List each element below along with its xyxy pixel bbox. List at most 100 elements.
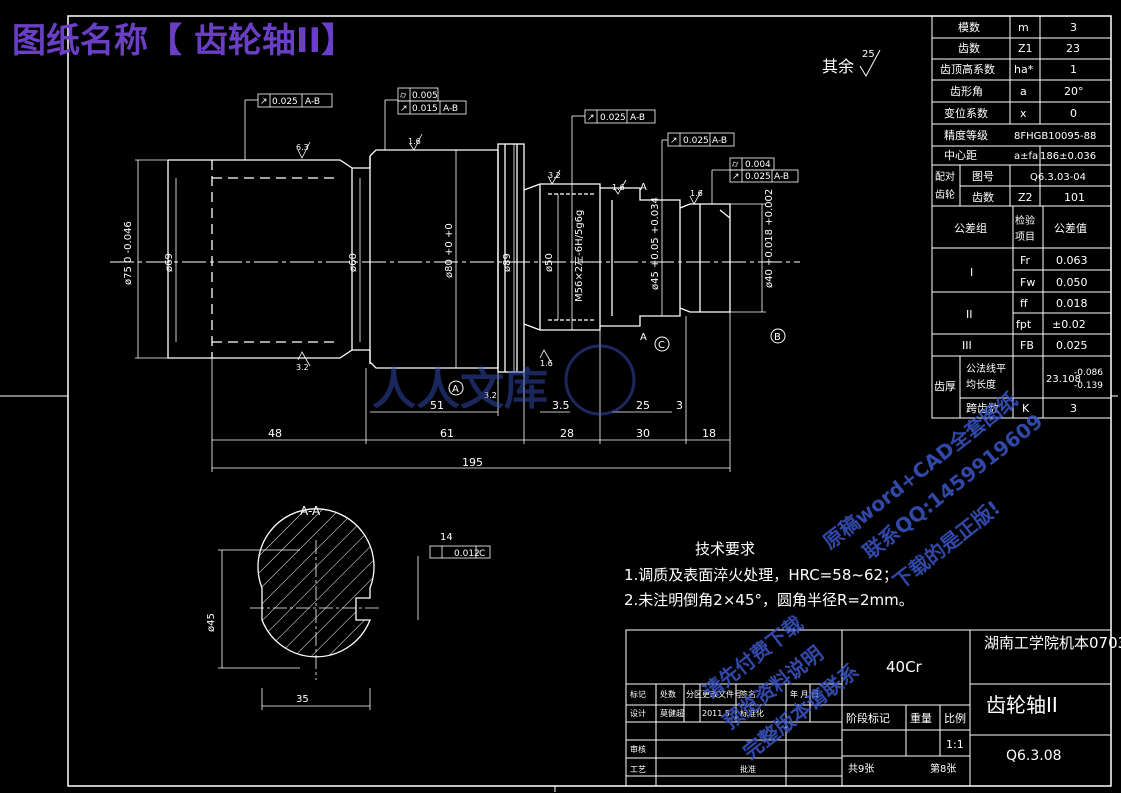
svg-text:m: m xyxy=(1018,21,1029,34)
svg-text:跨齿数: 跨齿数 xyxy=(966,402,999,415)
roughness-note: 其余 25 xyxy=(822,49,881,78)
svg-text:a: a xyxy=(1020,85,1027,98)
svg-text:0.025: 0.025 xyxy=(1056,339,1088,352)
dim-3: 3 xyxy=(676,399,683,412)
svg-text:比例: 比例 xyxy=(944,711,966,725)
gdt-frames xyxy=(244,87,799,204)
svg-text:分区: 分区 xyxy=(686,690,702,699)
school: 湖南工学院机本0703班 xyxy=(984,634,1121,652)
length-dimensions xyxy=(211,312,731,472)
svg-text:III: III xyxy=(962,339,972,352)
svg-text:更改文件号: 更改文件号 xyxy=(702,689,742,699)
svg-text:FB: FB xyxy=(1020,339,1034,352)
svg-text:↗: ↗ xyxy=(260,97,268,107)
thread-m56: M56×2左-6H/5g6g xyxy=(572,210,585,302)
svg-text:0.005: 0.005 xyxy=(412,91,438,101)
svg-text:Q6.3.03-04: Q6.3.03-04 xyxy=(1030,172,1086,183)
svg-text:↗: ↗ xyxy=(400,104,408,114)
dim-51: 51 xyxy=(430,399,444,412)
svg-text:齿厚: 齿厚 xyxy=(934,380,956,393)
svg-text:1: 1 xyxy=(1070,63,1077,76)
svg-text:ø45: ø45 xyxy=(206,613,217,632)
svg-text:K: K xyxy=(1022,402,1030,415)
title-block-text: 40Cr 湖南工学院机本0703班 齿轮轴II Q6.3.08 1:1 共9张 … xyxy=(630,634,1121,775)
svg-text:第8张: 第8张 xyxy=(930,762,956,775)
drawing-title: 图纸名称【 齿轮轴II】 xyxy=(12,21,355,61)
dim-18: 18 xyxy=(702,427,716,440)
svg-text:变位系数: 变位系数 xyxy=(944,106,988,120)
svg-text:标准化: 标准化 xyxy=(740,708,764,718)
svg-text:23.108: 23.108 xyxy=(1046,374,1081,385)
svg-text:x: x xyxy=(1020,107,1027,120)
svg-text:I: I xyxy=(970,266,973,279)
svg-text:0.025: 0.025 xyxy=(683,136,709,146)
svg-text:II: II xyxy=(966,308,973,321)
diameter-dimensions xyxy=(135,144,766,372)
dim-28: 28 xyxy=(560,427,574,440)
svg-text:2011.5: 2011.5 xyxy=(702,709,730,718)
dim-61: 61 xyxy=(440,427,454,440)
svg-text:14: 14 xyxy=(440,532,453,543)
dia-80: ø80 +0 +0 xyxy=(444,223,455,278)
svg-text:0.025: 0.025 xyxy=(745,172,771,182)
svg-text:检验: 检验 xyxy=(1015,214,1035,227)
svg-text:0.025: 0.025 xyxy=(272,97,298,107)
svg-text:配对: 配对 xyxy=(935,170,955,183)
dim-195: 195 xyxy=(462,456,483,469)
svg-text:0: 0 xyxy=(1070,107,1077,120)
svg-text:3.2: 3.2 xyxy=(484,391,497,400)
svg-text:Fr: Fr xyxy=(1020,254,1031,267)
svg-text:A: A xyxy=(640,182,647,193)
svg-text:3: 3 xyxy=(1070,402,1077,415)
section-a-a: A-A ø45 35 14 0.012 C xyxy=(206,504,491,710)
dim-30: 30 xyxy=(636,427,650,440)
dim-25: 25 xyxy=(636,399,650,412)
svg-text:签名: 签名 xyxy=(740,689,756,699)
svg-text:公差组: 公差组 xyxy=(954,221,987,235)
svg-text:-0.139: -0.139 xyxy=(1074,381,1103,391)
svg-text:3: 3 xyxy=(1070,21,1077,34)
svg-text:fpt: fpt xyxy=(1016,318,1032,331)
svg-text:中心距: 中心距 xyxy=(944,149,977,162)
svg-text:A-B: A-B xyxy=(630,113,645,123)
svg-text:6.3: 6.3 xyxy=(296,143,309,152)
svg-text:审核: 审核 xyxy=(630,744,646,754)
scale: 1:1 xyxy=(946,738,964,751)
dia-89: ø89 xyxy=(502,253,513,272)
svg-text:A-B: A-B xyxy=(712,136,727,146)
svg-text:Z2: Z2 xyxy=(1018,191,1033,204)
svg-text:2.未注明倒角2×45°，圆角半径R=2mm。: 2.未注明倒角2×45°，圆角半径R=2mm。 xyxy=(624,591,914,609)
svg-text:模数: 模数 xyxy=(958,21,980,34)
svg-text:25: 25 xyxy=(862,49,875,60)
svg-text:A-B: A-B xyxy=(443,104,458,114)
svg-text:年 月 日: 年 月 日 xyxy=(790,689,819,699)
svg-text:其余: 其余 xyxy=(822,57,854,76)
watermark-logo: 人人文库 xyxy=(372,364,548,415)
svg-text:1.调质及表面淬火处理，HRC=58~62；: 1.调质及表面淬火处理，HRC=58~62； xyxy=(624,566,898,584)
svg-text:186±0.036: 186±0.036 xyxy=(1040,151,1096,162)
svg-text:0.050: 0.050 xyxy=(1056,276,1088,289)
svg-text:均长度: 均长度 xyxy=(966,378,996,391)
svg-text:公差值: 公差值 xyxy=(1054,221,1087,235)
svg-text:0.063: 0.063 xyxy=(1056,254,1088,267)
datum-markers xyxy=(448,328,786,396)
svg-text:齿轮: 齿轮 xyxy=(935,188,955,201)
svg-text:0.018: 0.018 xyxy=(1056,297,1088,310)
svg-text:重量: 重量 xyxy=(910,711,932,725)
svg-text:A-B: A-B xyxy=(774,172,789,182)
dia-75: ø75 0 -0.046 xyxy=(123,221,134,285)
dia-45: ø45 +0.05 +0.034 xyxy=(650,197,661,290)
roughness-marks: 6.3 1.6 3.2 1.6 3.2 1.6 3.2 1.6 xyxy=(296,137,703,400)
svg-text:阶段标记: 阶段标记 xyxy=(846,711,890,725)
svg-text:设计: 设计 xyxy=(630,708,646,718)
svg-text:23: 23 xyxy=(1066,42,1080,55)
gear-param-table xyxy=(931,15,1112,419)
svg-text:ff: ff xyxy=(1020,297,1028,310)
svg-text:批准: 批准 xyxy=(740,764,756,774)
svg-text:±0.02: ±0.02 xyxy=(1052,318,1086,331)
svg-text:A-B: A-B xyxy=(305,97,320,107)
svg-text:处数: 处数 xyxy=(660,689,676,699)
svg-text:标记: 标记 xyxy=(630,689,646,699)
